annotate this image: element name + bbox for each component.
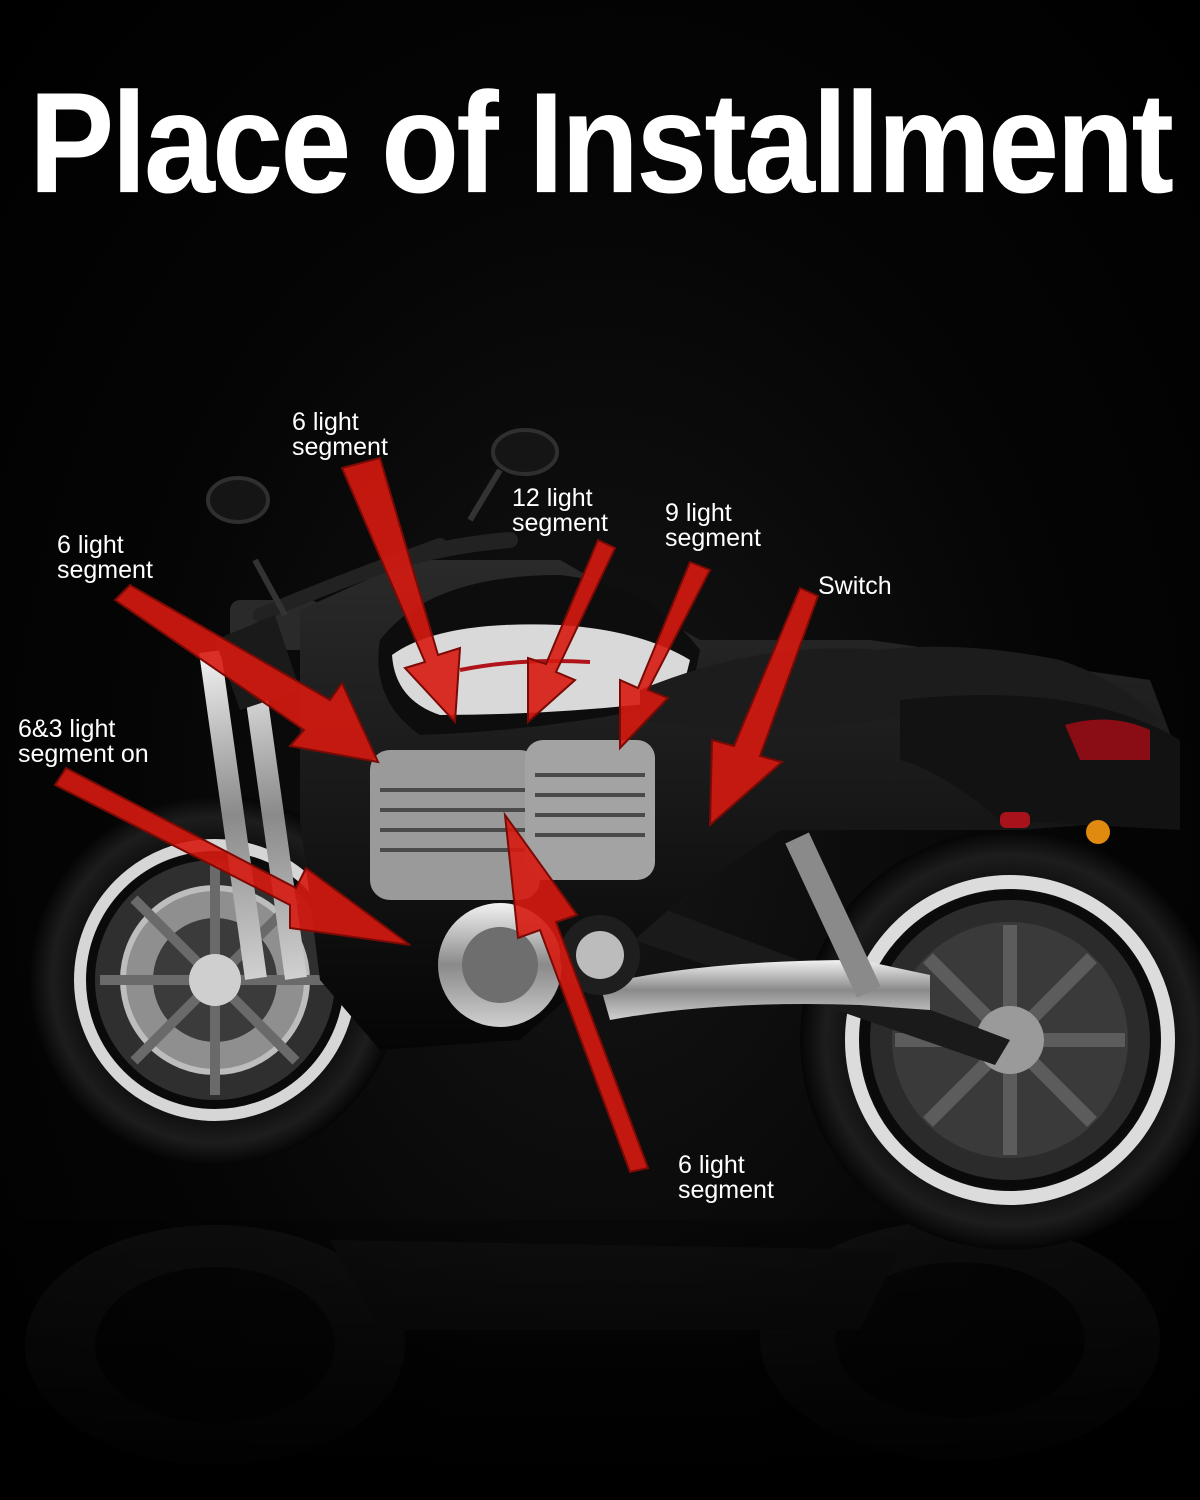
page-title: Place of Installment — [28, 63, 1174, 224]
label-12-light: 12 light segment — [512, 484, 608, 537]
turn-signal — [1086, 820, 1110, 844]
label-6-light-top: 6 light segment — [292, 408, 388, 461]
label-6-3-light: 6&3 light segment on — [18, 715, 149, 768]
right-mirror — [491, 428, 559, 476]
rear-reflector — [1000, 812, 1030, 828]
rear-shock — [785, 832, 881, 998]
label-9-light: 9 light segment — [665, 499, 761, 552]
left-mirror — [206, 476, 270, 524]
label-switch: Switch — [818, 572, 892, 600]
label-6-light-left: 6 light segment — [57, 531, 153, 584]
tail-light — [1065, 719, 1150, 760]
label-6-light-bottom: 6 light segment — [678, 1151, 774, 1204]
